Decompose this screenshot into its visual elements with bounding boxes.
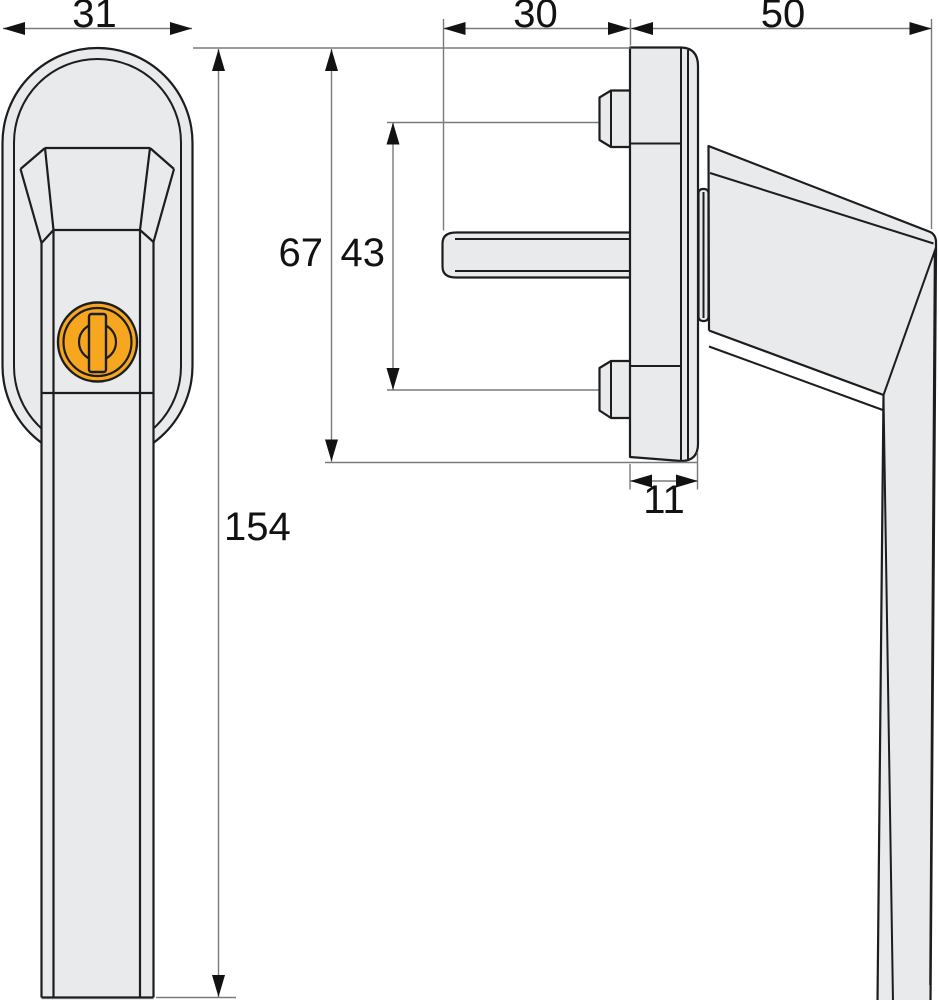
handle-neck-front-edges <box>19 146 176 244</box>
dim-label-front-total-height: 154 <box>224 505 291 549</box>
spindle-edge-lines <box>455 238 631 272</box>
mounting-pin-bottom <box>598 359 632 420</box>
dim-label-rosette-thickness: 11 <box>643 478 685 522</box>
mounting-pin-top <box>598 89 632 149</box>
side-view <box>441 46 938 1000</box>
handle-grip-side <box>708 146 936 1000</box>
dimension-lines <box>3 27 932 997</box>
handle-neck-front <box>20 148 174 243</box>
dim-label-rosette-height: 67 <box>279 231 324 275</box>
handle-grip-side-detail-lines <box>708 172 937 1000</box>
dim-label-handle-depth: 50 <box>761 0 806 36</box>
dimension-arrowheads <box>3 22 932 997</box>
rosette-side-feature-lines <box>630 142 681 367</box>
dim-label-front-width: 31 <box>72 0 117 36</box>
extension-lines <box>156 19 933 999</box>
dimension-annotations: 31 30 50 154 67 43 11 <box>3 0 933 999</box>
lock-cylinder-inner-ring <box>62 306 133 378</box>
handle-bar-front-edges <box>40 230 155 999</box>
lock-cylinder <box>56 301 139 383</box>
dim-label-pin-spacing: 43 <box>341 231 386 275</box>
front-view <box>1 46 194 1000</box>
dim-label-spindle-length: 30 <box>513 0 558 36</box>
spindle <box>441 231 632 279</box>
key-slot <box>87 312 108 374</box>
rosette-side-cap-lines <box>680 47 689 461</box>
